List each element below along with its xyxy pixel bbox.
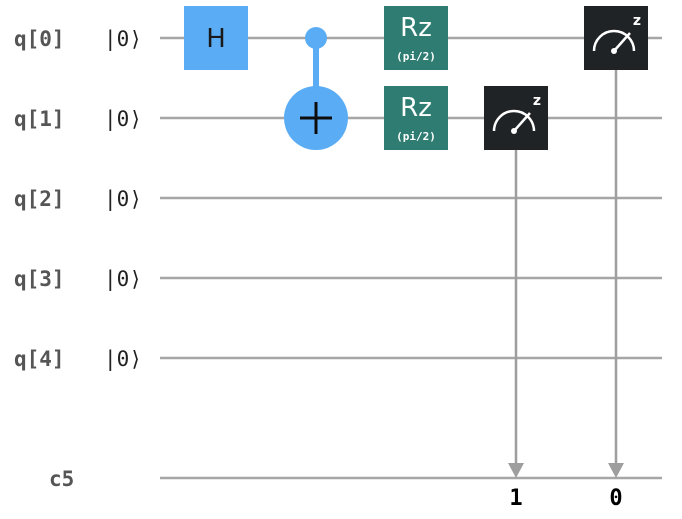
hadamard-gate[interactable]: H — [184, 6, 248, 70]
hadamard-gate-label: H — [206, 24, 226, 54]
measure-gate-q0[interactable]: z — [584, 6, 648, 70]
init-state-2: |0⟩ — [104, 187, 142, 212]
rz-gate-q0-param: (pi/2) — [396, 50, 436, 63]
rz-gate-q1-label: Rz — [400, 93, 432, 123]
init-state-0: |0⟩ — [104, 27, 142, 52]
cnot-control-dot — [305, 27, 327, 49]
qubit-label-4: q[4] — [14, 347, 65, 371]
classical-register-label: c5 — [49, 467, 74, 491]
meter-icon — [492, 109, 536, 132]
classical-bit-index-0: 0 — [609, 486, 622, 511]
measure-basis-q1: z — [533, 93, 541, 109]
meter-needle-icon — [613, 32, 631, 52]
qubit-label-2: q[2] — [14, 187, 65, 211]
qubit-label-3: q[3] — [14, 267, 65, 291]
qubit-label-1: q[1] — [14, 107, 65, 131]
init-state-4: |0⟩ — [104, 347, 142, 372]
meter-needle-icon — [513, 112, 531, 132]
init-state-1: |0⟩ — [104, 107, 142, 132]
measure-gate-q1[interactable]: z — [484, 86, 548, 150]
meter-pivot-icon — [511, 128, 517, 134]
measure-arrow-q1 — [508, 118, 524, 478]
meter-icon — [592, 29, 636, 52]
rz-gate-q1[interactable]: Rz (pi/2) — [384, 86, 448, 150]
rz-gate-q0[interactable]: Rz (pi/2) — [384, 6, 448, 70]
classical-bit-index-1: 1 — [509, 486, 522, 511]
cnot-gate[interactable] — [284, 27, 348, 150]
measure-basis-q0: z — [633, 13, 641, 29]
init-state-3: |0⟩ — [104, 267, 142, 292]
meter-pivot-icon — [611, 48, 617, 54]
measure-arrow-q0 — [608, 38, 624, 478]
rz-gate-q1-param: (pi/2) — [396, 130, 436, 143]
rz-gate-q0-label: Rz — [400, 13, 432, 43]
qubit-label-0: q[0] — [14, 27, 65, 51]
